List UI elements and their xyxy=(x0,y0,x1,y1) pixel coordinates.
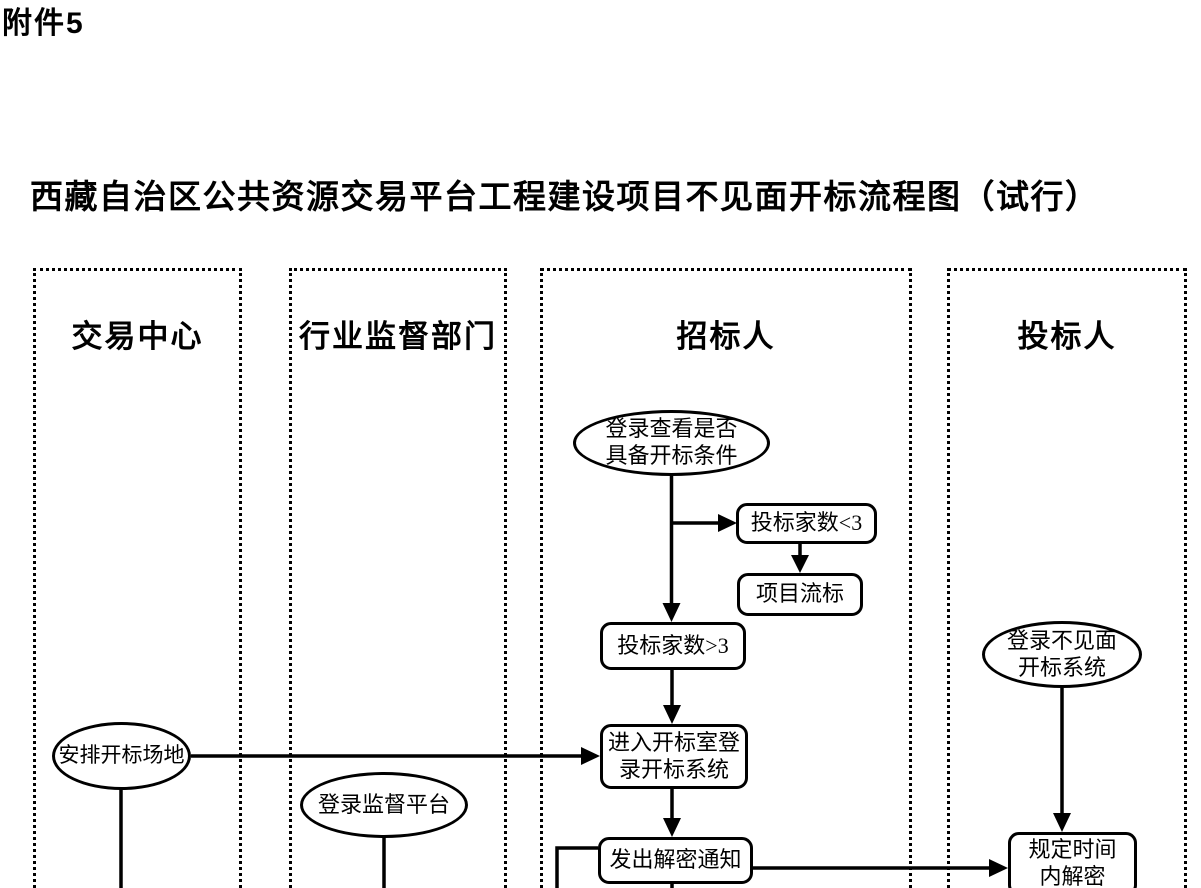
attachment-label: 附件5 xyxy=(2,7,85,40)
lane-trading-center: 交易中心 xyxy=(33,268,242,888)
lane-header-trading-center: 交易中心 xyxy=(71,319,204,354)
node-arrange-venue: 安排开标场地 xyxy=(52,722,191,790)
node-decrypt-in-time: 规定时间 内解密 xyxy=(1008,832,1137,888)
lane-header-bidder: 投标人 xyxy=(1017,319,1117,354)
lane-tenderer: 招标人 xyxy=(540,268,912,888)
node-project-fail: 项目流标 xyxy=(737,573,863,616)
node-login-supervision: 登录监督平台 xyxy=(300,772,468,838)
node-login-check: 登录查看是否 具备开标条件 xyxy=(573,410,770,476)
lane-industry-supervision: 行业监督部门 xyxy=(289,268,507,888)
lane-bidder: 投标人 xyxy=(947,268,1187,888)
page-title: 西藏自治区公共资源交易平台工程建设项目不见面开标流程图（试行） xyxy=(30,180,1100,216)
lane-header-tenderer: 招标人 xyxy=(676,319,776,354)
node-bidders-lt3: 投标家数<3 xyxy=(736,503,877,544)
lane-header-industry-supervision: 行业监督部门 xyxy=(299,319,497,354)
node-enter-room: 进入开标室登 录开标系统 xyxy=(600,724,748,789)
node-login-remote: 登录不见面 开标系统 xyxy=(982,621,1142,688)
node-send-notice: 发出解密通知 xyxy=(598,837,753,884)
node-bidders-gt3: 投标家数>3 xyxy=(600,622,746,670)
